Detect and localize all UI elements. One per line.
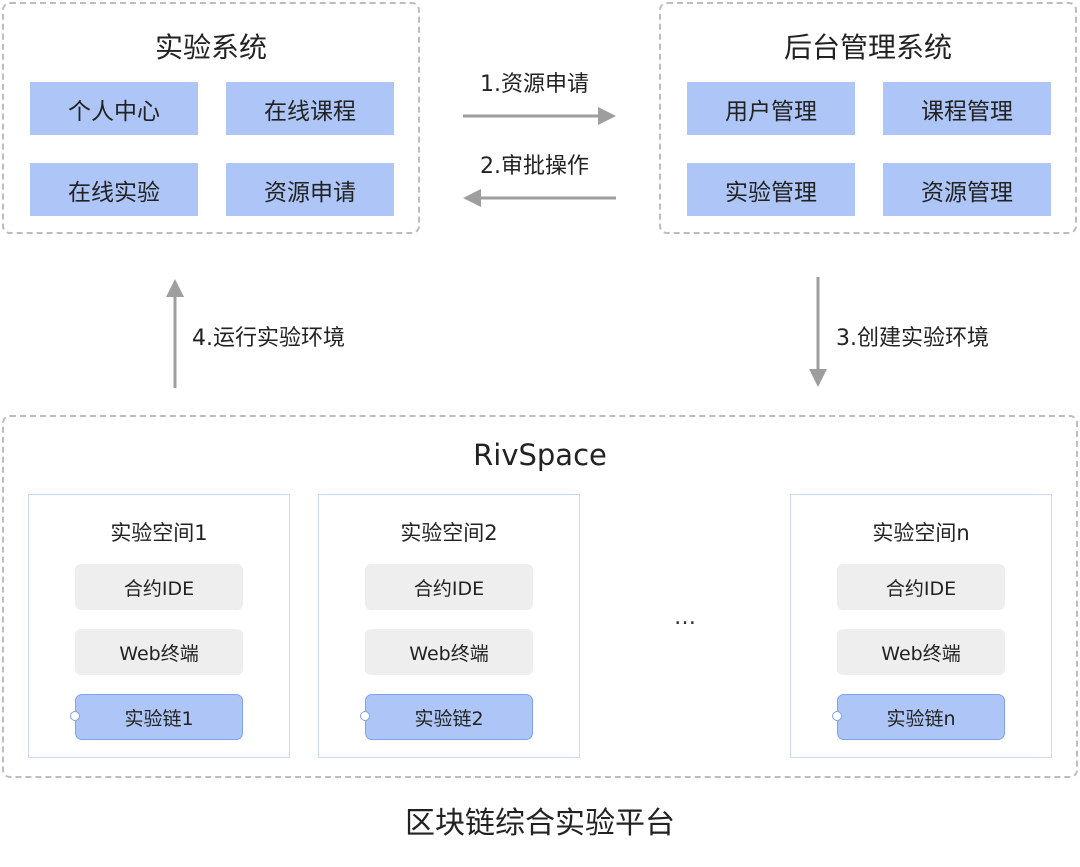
- platform-title: 区块链综合实验平台: [405, 806, 675, 841]
- experiment-chain-tile: 实验链1: [70, 694, 243, 740]
- label-step1-resource-application: 1.资源申请: [480, 72, 589, 97]
- chain-connector-dot: [70, 711, 80, 721]
- ellipsis-more-spaces: …: [674, 605, 696, 630]
- web-terminal-tile: Web终端: [837, 629, 1005, 675]
- tile-personal-center: 个人中心: [30, 82, 198, 135]
- experiment-chain-tile: 实验链n: [832, 694, 1005, 740]
- experiment-chain-tile: 实验链2: [360, 694, 533, 740]
- space-title: 实验空间1: [110, 521, 208, 545]
- label-step4-run-environment: 4.运行实验环境: [192, 326, 345, 351]
- tile-course-management: 课程管理: [883, 82, 1051, 135]
- space-title: 实验空间n: [872, 521, 970, 545]
- contract-ide-tile: 合约IDE: [365, 564, 533, 610]
- admin-system-box: 后台管理系统 用户管理 课程管理 实验管理 资源管理: [659, 2, 1077, 234]
- tile-experiment-management: 实验管理: [687, 163, 855, 216]
- tile-online-course: 在线课程: [226, 82, 394, 135]
- chain-label: 实验链2: [414, 707, 484, 730]
- tile-online-experiment: 在线实验: [30, 163, 198, 216]
- web-terminal-tile: Web终端: [365, 629, 533, 675]
- arrow-run-environment-head: [166, 279, 184, 297]
- tile-user-management: 用户管理: [687, 82, 855, 135]
- chain-connector-dot: [832, 711, 842, 721]
- contract-ide-tile: 合约IDE: [837, 564, 1005, 610]
- experiment-space-n: 实验空间n 合约IDE Web终端 实验链n: [790, 494, 1052, 758]
- chain-label: 实验链n: [886, 707, 956, 730]
- arrow-resource-application-head: [598, 107, 616, 125]
- label-step2-approval: 2.审批操作: [480, 154, 589, 179]
- chain-connector-dot: [360, 711, 370, 721]
- experiment-system-title: 实验系统: [154, 31, 267, 64]
- chain-label: 实验链1: [124, 707, 194, 730]
- web-terminal-tile: Web终端: [75, 629, 243, 675]
- admin-system-title: 后台管理系统: [783, 31, 952, 64]
- experiment-space-2: 实验空间2 合约IDE Web终端 实验链2: [318, 494, 580, 758]
- arrow-create-environment-head: [809, 369, 827, 387]
- tile-resource-application: 资源申请: [226, 163, 394, 216]
- space-title: 实验空间2: [400, 521, 498, 545]
- contract-ide-tile: 合约IDE: [75, 564, 243, 610]
- rivspace-title: RivSpace: [473, 438, 607, 472]
- label-step3-create-environment: 3.创建实验环境: [836, 326, 989, 351]
- tile-resource-management: 资源管理: [883, 163, 1051, 216]
- experiment-system-box: 实验系统 个人中心 在线课程 在线实验 资源申请: [2, 2, 420, 234]
- arrow-approval-head: [463, 189, 481, 207]
- experiment-space-1: 实验空间1 合约IDE Web终端 实验链1: [28, 494, 290, 758]
